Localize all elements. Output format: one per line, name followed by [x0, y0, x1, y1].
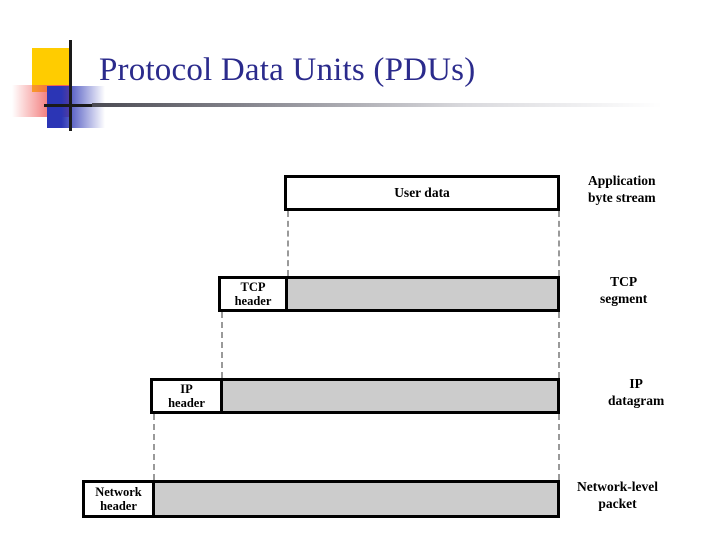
title-underline-rule [92, 103, 712, 107]
tcp-header-label-line1: TCP [240, 280, 266, 294]
ip-header-cell: IP header [153, 381, 223, 411]
side-label-application: Application byte stream [588, 172, 656, 206]
decorative-blue-gradient-bar [47, 86, 105, 128]
connector-right-application-tcp [558, 211, 560, 276]
decorative-horizontal-line [44, 104, 118, 107]
network-header-label-line1: Network [95, 485, 142, 499]
tcp-header-cell: TCP header [221, 279, 288, 309]
side-label-network: Network-level packet [577, 478, 658, 512]
network-header-label-line2: header [100, 499, 137, 513]
connector-right-tcp-ip [558, 312, 560, 378]
side-label-network-line1: Network-level [577, 479, 658, 494]
pdu-row-application: User data [284, 175, 560, 211]
side-label-ip: IP datagram [608, 375, 664, 409]
side-label-network-line2: packet [598, 496, 637, 511]
side-label-tcp-line2: segment [600, 291, 648, 306]
connector-left-application-tcp [287, 211, 289, 276]
user-data-cell: User data [287, 178, 557, 208]
side-label-tcp-line1: TCP [610, 274, 638, 289]
page-title: Protocol Data Units (PDUs) [99, 52, 476, 88]
side-label-tcp: TCP segment [600, 273, 647, 307]
network-header-cell: Network header [85, 483, 155, 515]
decorative-vertical-line [69, 40, 72, 131]
ip-header-label-line1: IP [180, 382, 193, 396]
connector-left-ip-network [153, 414, 155, 480]
side-label-ip-line1: IP [629, 376, 643, 391]
slide-header: Protocol Data Units (PDUs) [0, 0, 720, 140]
pdu-row-network: Network header [82, 480, 560, 518]
connector-left-tcp-ip [221, 312, 223, 378]
pdu-row-ip: IP header [150, 378, 560, 414]
connector-right-ip-network [558, 414, 560, 480]
decorative-yellow-square [32, 48, 72, 92]
ip-payload-cell [223, 381, 557, 411]
side-label-application-line2: byte stream [588, 190, 656, 205]
side-label-ip-line2: datagram [608, 393, 665, 408]
pdu-row-tcp: TCP header [218, 276, 560, 312]
ip-header-label-line2: header [168, 396, 205, 410]
tcp-header-label-line2: header [234, 294, 272, 308]
network-payload-cell [155, 483, 557, 515]
tcp-payload-cell [288, 279, 557, 309]
side-label-application-line1: Application [588, 173, 656, 188]
